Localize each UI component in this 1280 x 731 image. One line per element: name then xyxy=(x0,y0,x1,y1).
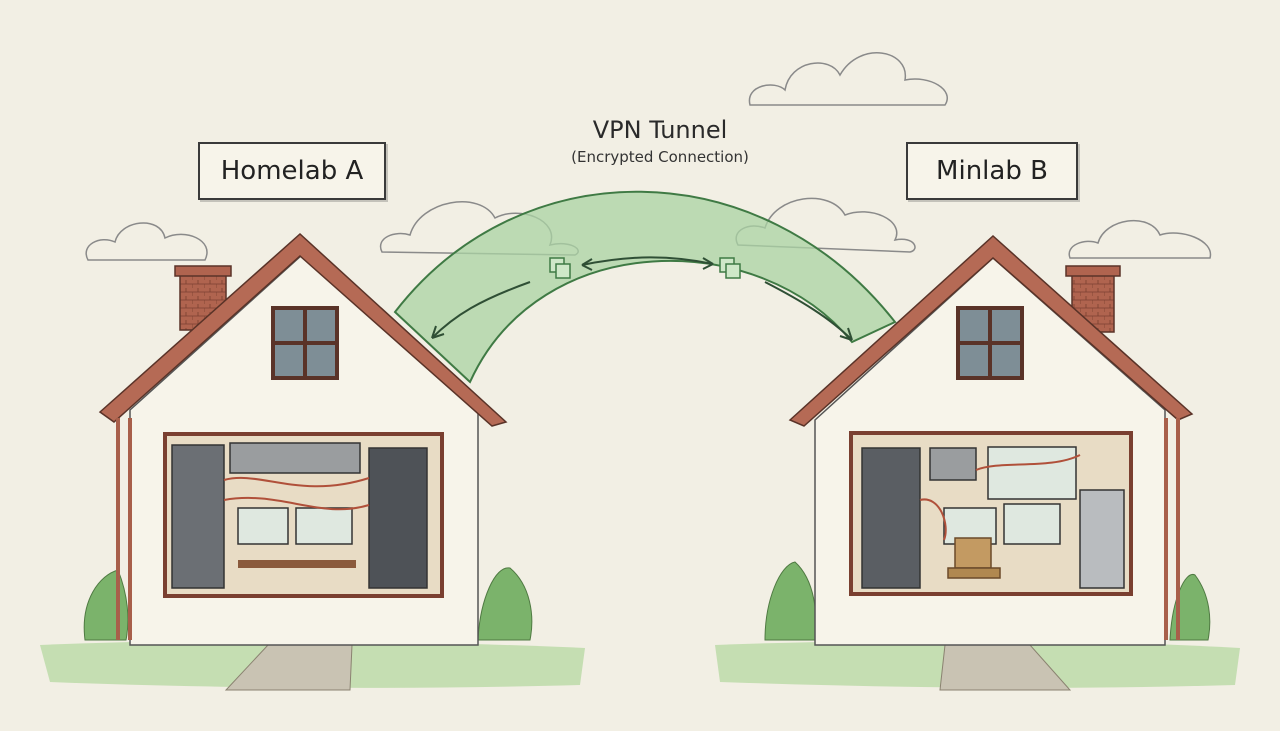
cloud-icon xyxy=(85,222,208,261)
site-b-label: Minlab B xyxy=(906,142,1078,200)
house-homelab-a xyxy=(98,232,508,646)
tunnel-title: VPN Tunnel xyxy=(592,116,728,144)
server-room-view xyxy=(849,431,1133,596)
bidirectional-arrow-icon xyxy=(581,256,714,266)
vpn-tunnel xyxy=(393,190,897,384)
window xyxy=(271,306,339,380)
house-minlab-b xyxy=(788,234,1194,646)
arrow-right-icon xyxy=(764,281,853,341)
site-a-label: Homelab A xyxy=(198,142,386,200)
ground xyxy=(40,640,1240,691)
cloud-icon xyxy=(748,52,948,106)
cloud-icon xyxy=(1068,219,1212,259)
tunnel-subtitle: (Encrypted Connection) xyxy=(571,148,749,166)
server-room-view xyxy=(163,432,444,598)
lock-packet-icon xyxy=(549,257,741,279)
window xyxy=(956,306,1024,380)
arrow-left-icon xyxy=(431,281,531,339)
